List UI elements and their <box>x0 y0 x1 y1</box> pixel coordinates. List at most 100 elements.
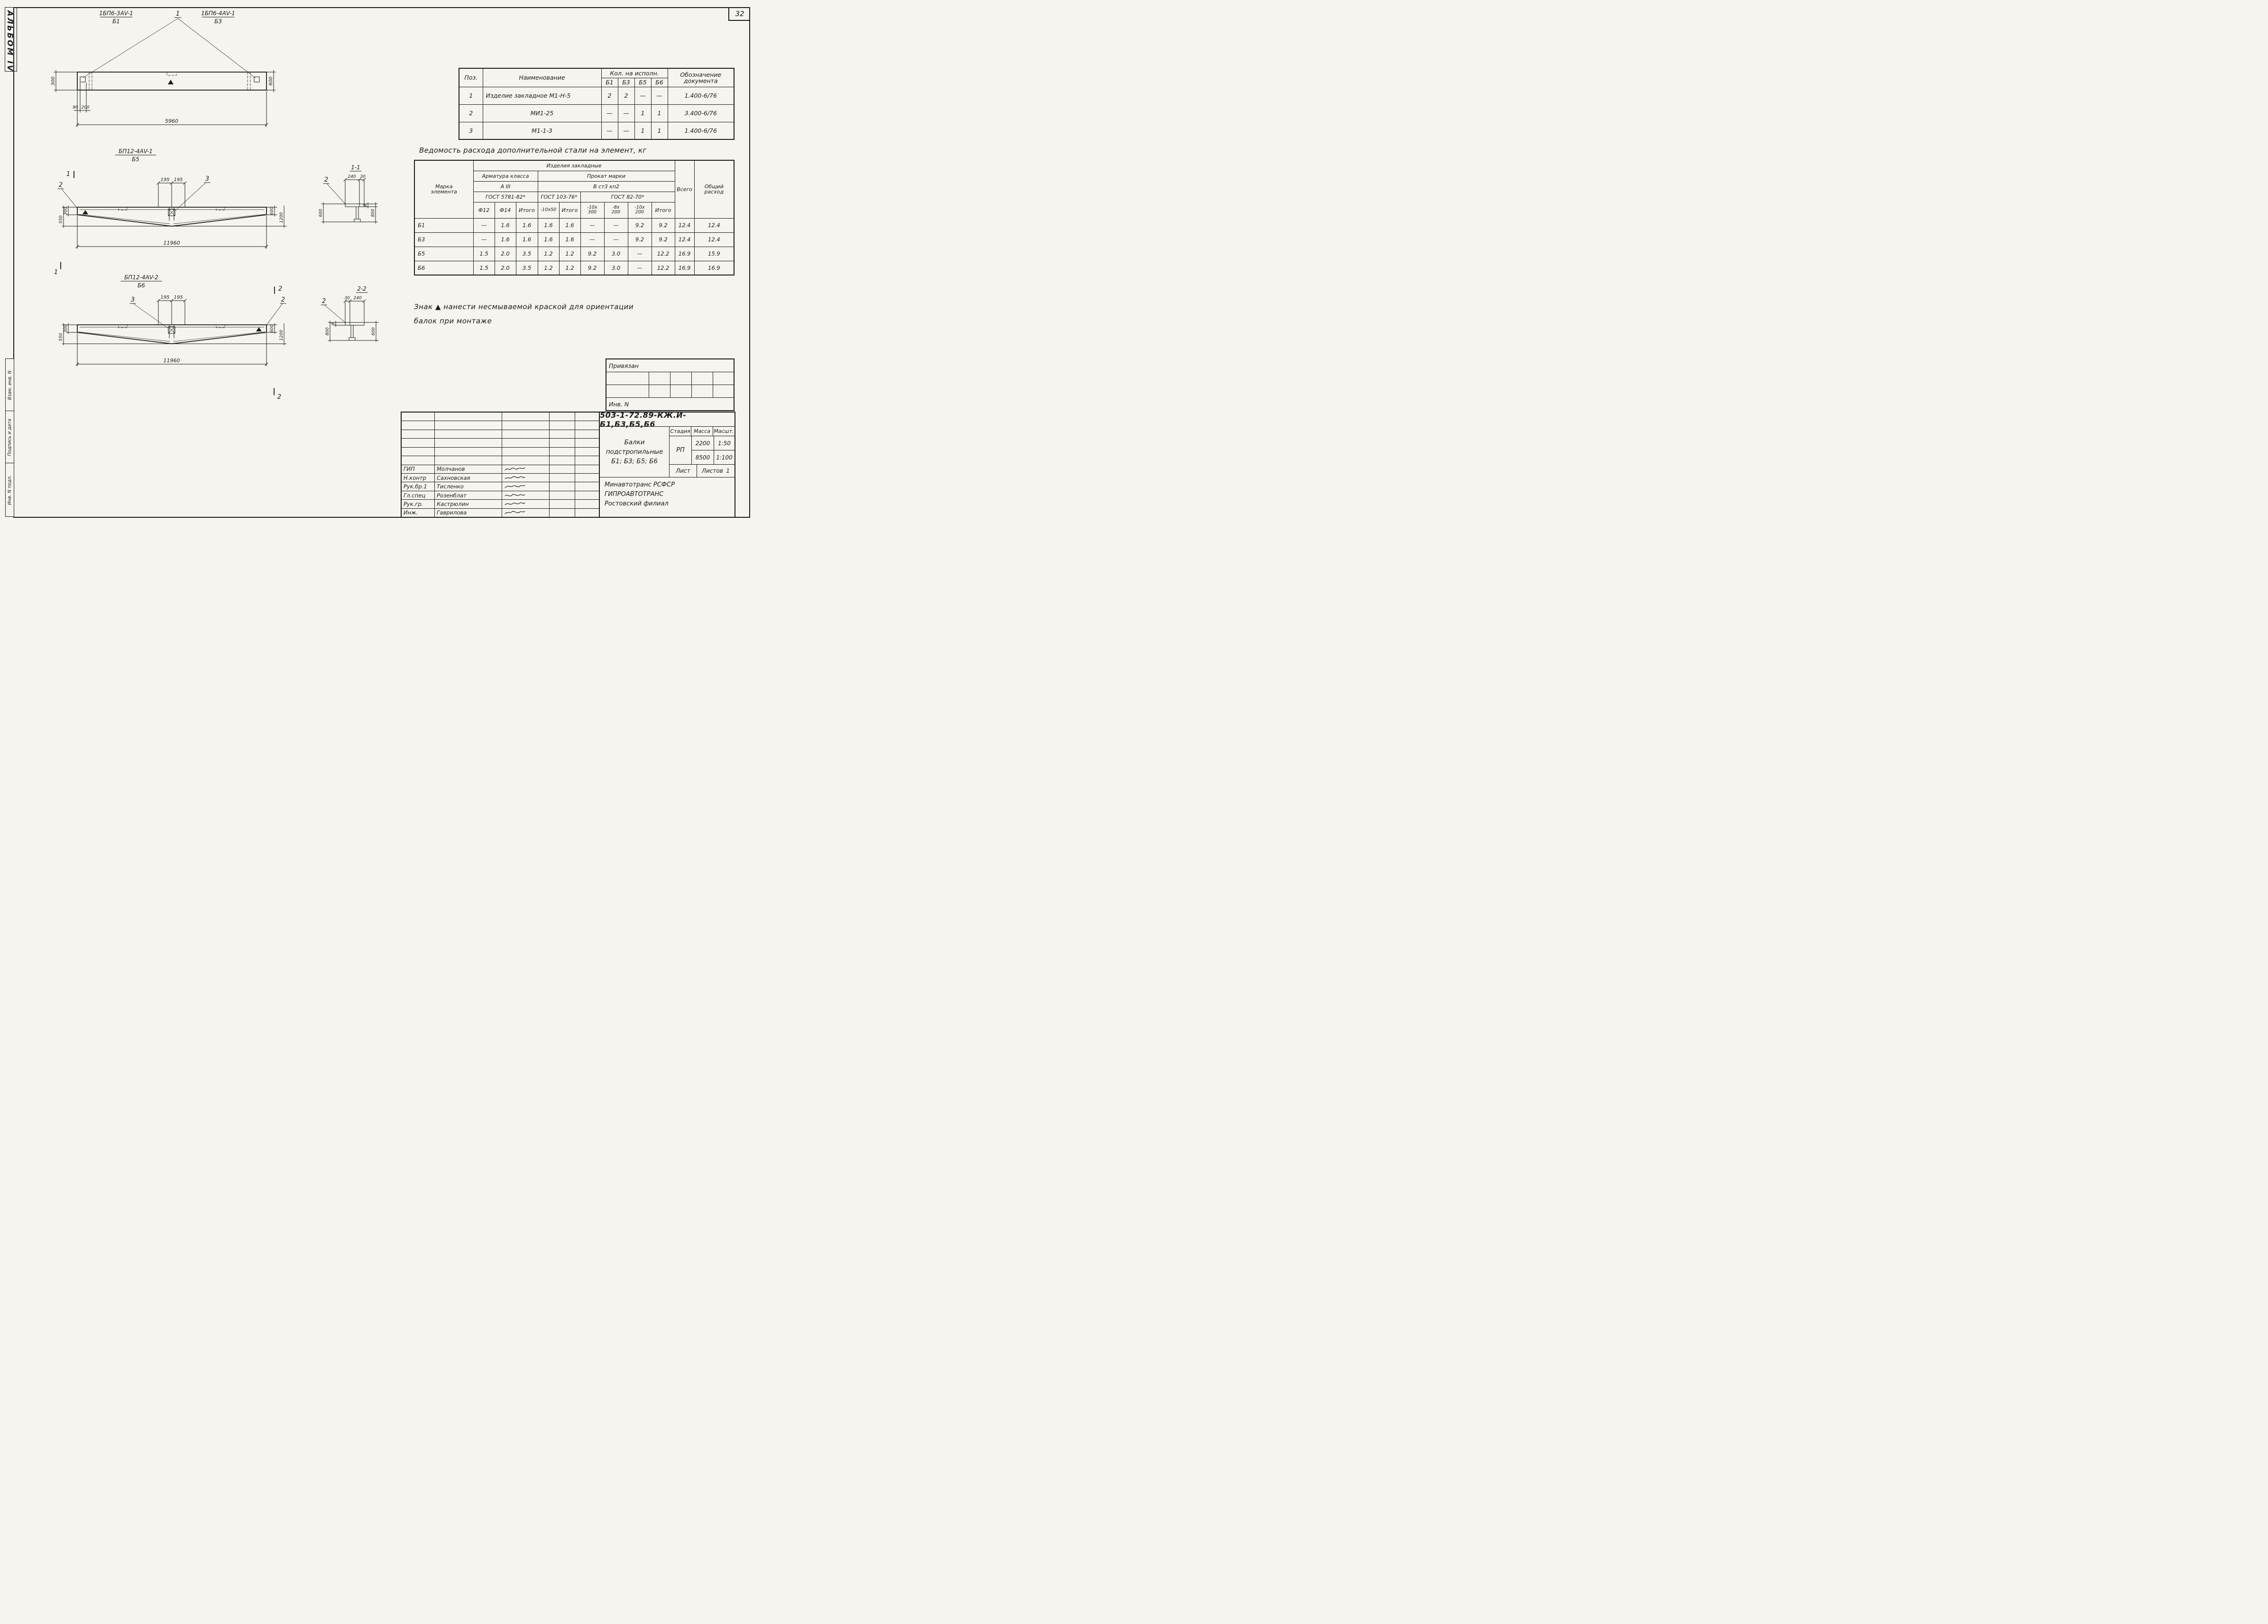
col-itogo: Итого <box>515 202 538 219</box>
qty-col-b3: Б3 <box>617 77 635 87</box>
header-prokat: Прокат марки <box>537 170 675 182</box>
header-scale: Масшт. <box>714 428 734 434</box>
dim-240: 240 <box>348 174 356 179</box>
sheets-value: 1 <box>726 468 730 474</box>
dim-300: 300 <box>64 324 68 332</box>
dim-30: 30 <box>360 174 366 179</box>
dim-8: 8 <box>363 204 368 207</box>
signature-row: ГИП Молчанов <box>402 465 599 474</box>
orientation-triangle-mark <box>168 80 174 84</box>
section11-title: 1-1 <box>351 164 360 171</box>
scale-values: 1:50 1:100 <box>714 436 735 464</box>
section22-title: 2-2 <box>357 285 367 292</box>
cell-mark: Б6 <box>414 260 474 275</box>
cell-pos: 2 <box>459 104 483 122</box>
mass-value-2: 8500 <box>695 454 710 461</box>
beam3-callout-3: 3 <box>131 296 135 303</box>
scale-value-2: 1:100 <box>716 454 733 461</box>
header-steel-grade: В ст3 кп2 <box>537 181 675 192</box>
cell-doc: 3.400-6/76 <box>667 104 735 122</box>
cell-doc: 1.400-6/76 <box>667 86 735 105</box>
scale-value-1: 1:50 <box>714 436 735 450</box>
col-header-doc: Обозначение документа <box>667 68 735 87</box>
dim-300: 300 <box>51 76 56 85</box>
org-line3: Ростовский филиал <box>605 500 669 508</box>
col-f14: Ф14 <box>494 202 516 219</box>
dim-1200: 1200 <box>279 330 284 340</box>
dim-8: 8 <box>331 322 336 325</box>
stage-mass-scale-header: Стадия Масса Масшт. <box>670 427 735 436</box>
dim-200: 200 <box>81 105 89 110</box>
cell-mark: Б3 <box>414 232 474 247</box>
signature-role: Рук.бр.1 <box>402 482 435 491</box>
signature <box>502 491 550 500</box>
signature-row: Рук.гр. Кастрюлин <box>402 500 599 509</box>
signature-row: Гл.спец Розенблат <box>402 491 599 500</box>
beam3-body <box>77 324 267 344</box>
col-10x200: -10х 200 <box>627 202 652 219</box>
signature-role: Рук.гр. <box>402 500 435 508</box>
cell-mark: Б1 <box>414 218 474 233</box>
beam1-left-grade: Б1 <box>112 18 120 25</box>
cell-name: МИ1-25 <box>482 104 602 122</box>
header-vsego: Всего <box>674 160 695 219</box>
dim-30: 30 <box>344 296 350 301</box>
beam1-left-mark: 1БП6-3АV-1 <box>99 10 133 17</box>
qty-col-b5: Б5 <box>634 77 652 87</box>
signature-name: Кастрюлин <box>435 500 502 508</box>
dim-195: 195 <box>160 177 169 183</box>
cell-pos: 3 <box>459 121 483 140</box>
signature <box>502 508 550 517</box>
drawing-title-line2: Б1; Б3; Б5; Б6 <box>611 458 658 466</box>
cell-qty: — <box>651 86 668 105</box>
signature-row: Рук.бр.1 Тисленко <box>402 482 599 491</box>
beam2-dimension-texts: 195 195 300 550 600 1200 11960 <box>59 177 284 246</box>
mass-value-1: 2200 <box>692 436 714 450</box>
title-block: ГИП Молчанов Н.контр Сахновская Рук.бр.1… <box>401 411 735 518</box>
sheets-label: Листов <box>702 468 723 474</box>
cell-qty: 1 <box>634 121 652 140</box>
privyazan-inv-label: Инв. N <box>606 397 735 411</box>
signature <box>502 465 550 473</box>
dim-600: 600 <box>270 207 275 215</box>
header-gost-5781: ГОСТ 5781-82* <box>473 191 538 202</box>
signature-role: Инж. <box>402 508 435 517</box>
privyazan-title: Привязан <box>606 358 735 372</box>
beam2-body <box>77 207 267 227</box>
beam1-right-mark: 1БП6-4АV-1 <box>201 10 235 17</box>
dim-195: 195 <box>174 295 183 300</box>
privyazan-empty-row <box>606 372 735 385</box>
beam1-right-grade: Б3 <box>214 18 222 25</box>
signature-name: Тисленко <box>435 482 502 491</box>
cell-doc: 1.400-6/76 <box>667 121 735 140</box>
header-obshy: Общий расход <box>694 160 735 219</box>
header-gost-103: ГОСТ 103-76* <box>537 191 581 202</box>
beam2-mark: БП12-4АV-1 <box>119 148 153 155</box>
header-stage: Стадия <box>670 427 691 436</box>
beam3-grade: Б6 <box>138 282 145 289</box>
header-gost-82: ГОСТ 82-70* <box>580 191 675 202</box>
title-block-right: 503-1-72.89-КЖ.И-Б1,Б3,Б5,Б6 Балки подст… <box>600 411 735 517</box>
dim-600: 600 <box>371 327 376 335</box>
section22: 2-2 2 30 240 8 800 600 <box>321 285 379 342</box>
empty-row <box>402 430 599 439</box>
cell-qty: 2 <box>617 86 635 105</box>
empty-row <box>402 456 599 465</box>
signature <box>502 482 550 491</box>
empty-row <box>402 413 599 422</box>
steel-table-title: Ведомость расхода дополнительной стали н… <box>419 146 647 155</box>
cell-qty: — <box>634 86 652 105</box>
beam1-dimensions <box>54 70 276 127</box>
title-block-signatures: ГИП Молчанов Н.контр Сахновская Рук.бр.1… <box>402 413 600 517</box>
qty-col-b6: Б6 <box>651 77 668 87</box>
cell-qty: 1 <box>651 121 668 140</box>
dim-195: 195 <box>174 177 183 183</box>
header-group: Изделия закладные <box>473 160 675 171</box>
empty-row <box>402 439 599 448</box>
col-header-name: Наименование <box>482 68 602 87</box>
cell-qty: — <box>617 104 635 122</box>
empty-row <box>402 447 599 457</box>
sheet-number: 32 <box>728 7 750 21</box>
